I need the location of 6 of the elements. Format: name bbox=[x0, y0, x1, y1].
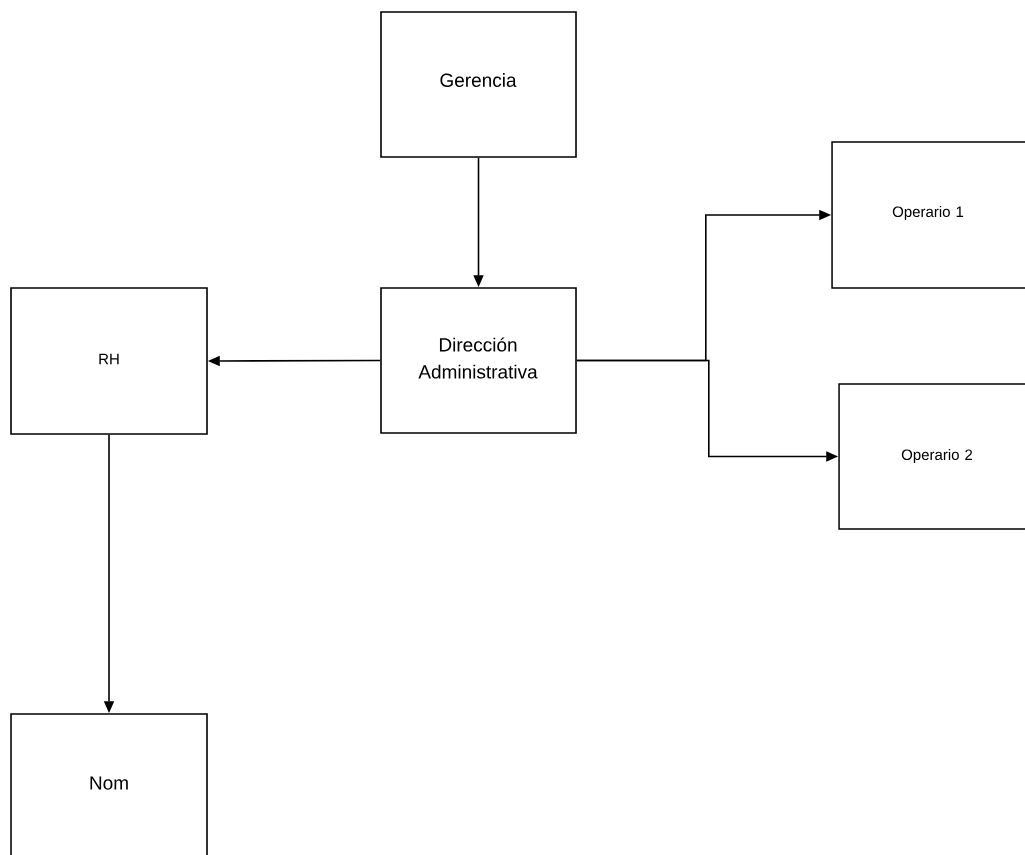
process-box: Gerencia bbox=[380, 11, 577, 158]
process-box: Dirección Administrativa bbox=[380, 287, 577, 434]
process-box: Nom bbox=[10, 713, 208, 855]
process-box: Operario 1 bbox=[831, 141, 1025, 289]
process-box: Operario 2 bbox=[838, 383, 1025, 530]
process-box: RH bbox=[10, 287, 208, 435]
